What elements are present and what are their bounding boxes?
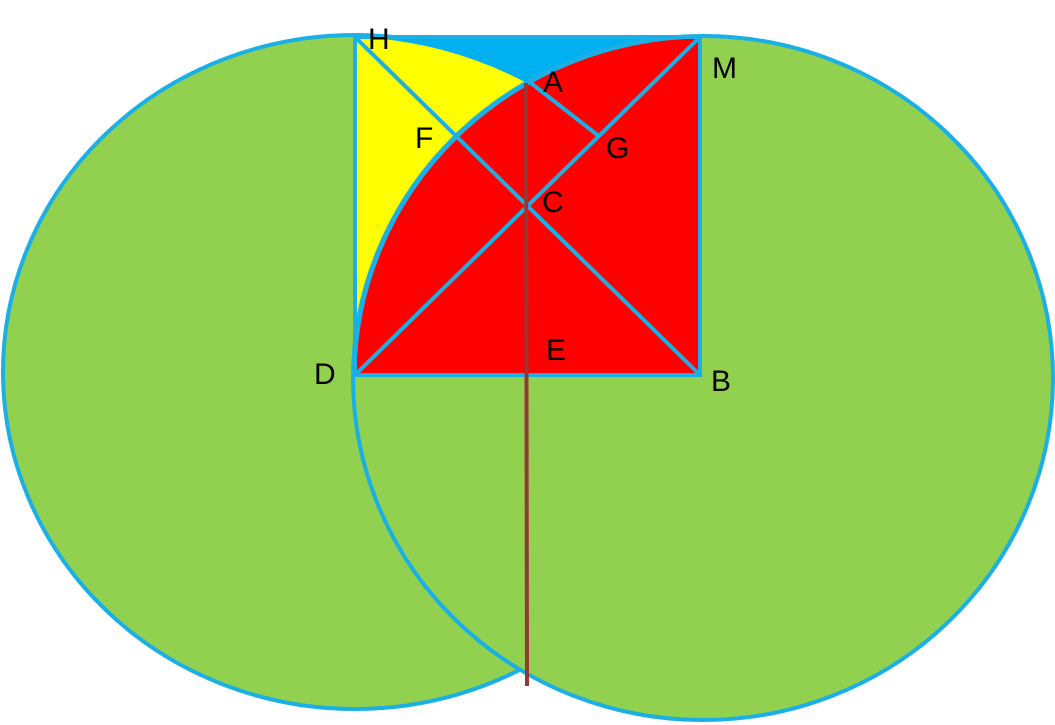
segment-a-g: [525, 78, 602, 139]
label-d: D: [314, 358, 336, 391]
vertical-line: [524, 82, 529, 687]
label-m: M: [712, 52, 737, 85]
label-g: G: [606, 132, 629, 165]
label-f: F: [415, 122, 433, 155]
label-b: B: [711, 365, 731, 398]
label-h: H: [368, 23, 390, 56]
yellow-region: [355, 37, 527, 375]
label-c: C: [542, 186, 564, 219]
label-a: A: [543, 66, 563, 99]
blue-region: [355, 37, 700, 83]
label-e: E: [546, 334, 566, 367]
